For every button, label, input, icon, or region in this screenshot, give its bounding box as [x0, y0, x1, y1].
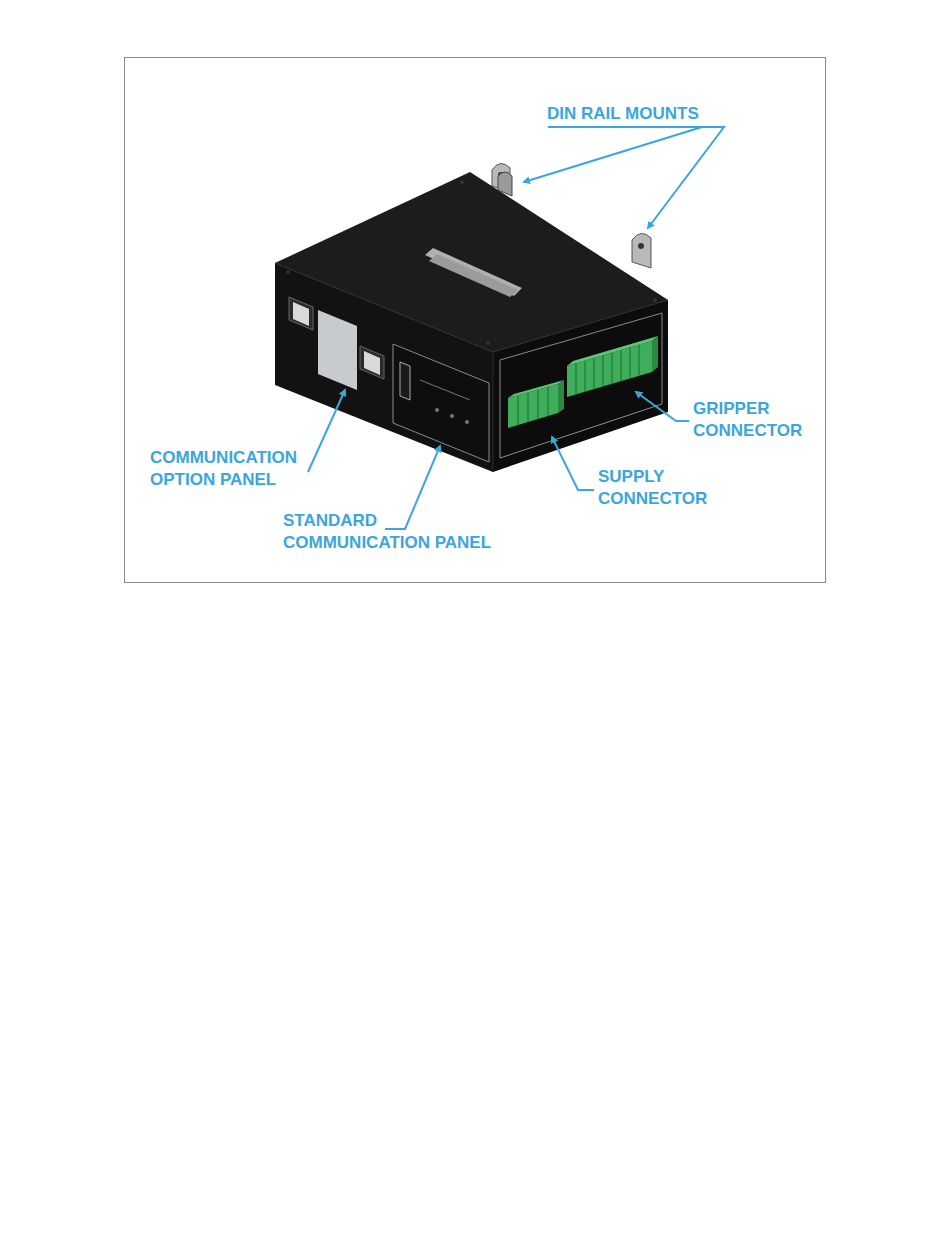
leader-line — [548, 127, 724, 228]
callout-label: COMMUNICATION OPTION PANEL — [150, 447, 332, 491]
din-rail-mount — [498, 172, 512, 196]
option-panel — [289, 297, 384, 390]
connector-panel — [500, 313, 662, 458]
leader-line — [524, 127, 702, 182]
leader-line — [308, 390, 345, 472]
label-sticker — [425, 248, 522, 296]
callout-label: SUPPLY CONNECTOR — [598, 466, 730, 510]
leader-line — [636, 392, 689, 421]
leader-line — [552, 437, 594, 490]
supply-terminal — [508, 380, 564, 428]
din-rail-mount — [632, 233, 651, 268]
label-sticker — [429, 254, 518, 297]
device-housing — [275, 172, 668, 472]
gripper-terminal — [567, 336, 658, 397]
standard-panel — [393, 344, 489, 462]
frame — [125, 58, 826, 583]
callout-label: STANDARD COMMUNICATION PANEL — [283, 510, 525, 554]
callout-label: DIN RAIL MOUNTS — [547, 103, 747, 125]
leader-line — [385, 446, 440, 529]
callout-label: GRIPPER CONNECTOR — [693, 398, 819, 442]
